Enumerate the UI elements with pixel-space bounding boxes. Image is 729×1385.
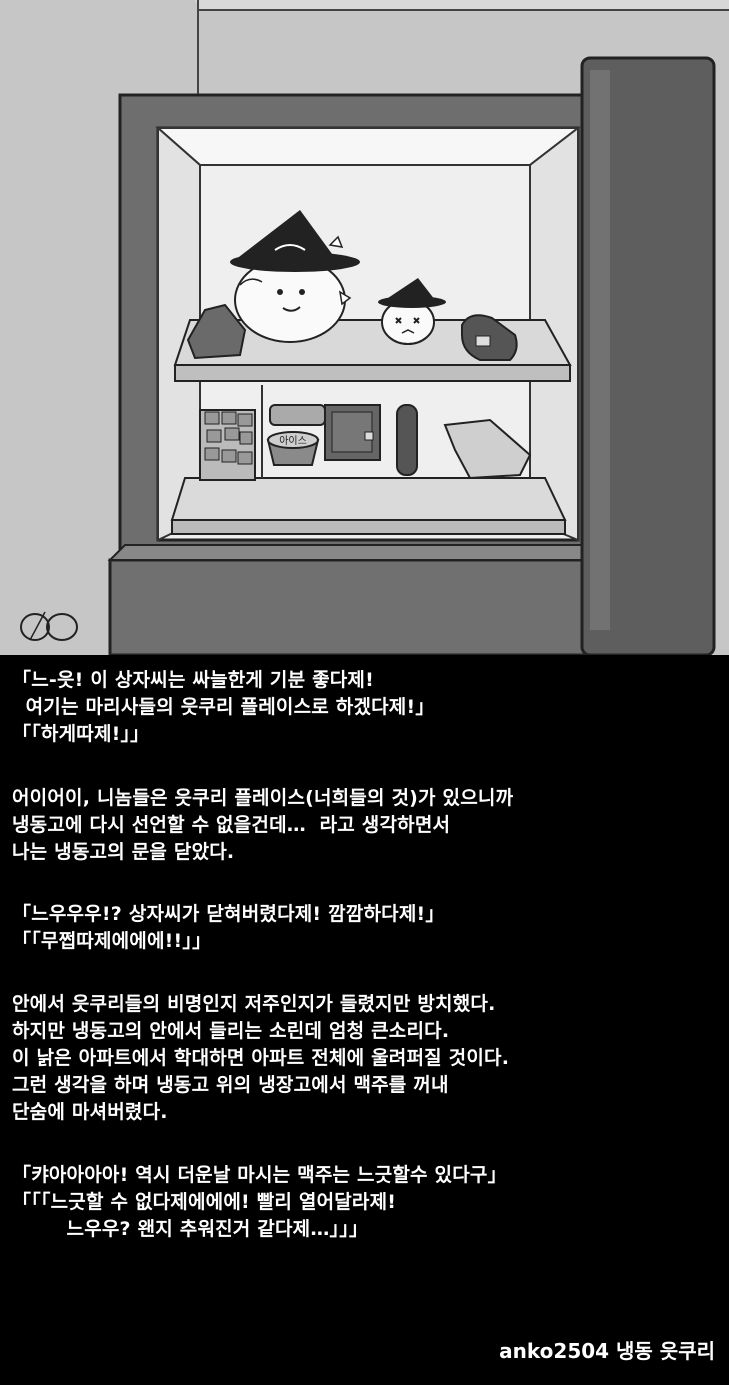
narration-line: 이 낡은 아파트에서 학대하면 아파트 전체에 울려퍼질 것이다.: [12, 1047, 510, 1069]
dialogue-line: 「「무쩝따제에에에!!」」: [12, 930, 212, 952]
ice-cream-cup: 아이스: [266, 431, 320, 466]
small-marisa-character: [378, 278, 446, 345]
dialogue-line: 느우우? 왠지 추워진거 같다제…」」」: [12, 1218, 369, 1240]
fridge-lower-front: [108, 558, 602, 655]
story-credit: anko2504 냉동 읏쿠리: [499, 1339, 715, 1363]
freezer-scene: 아이스: [0, 0, 729, 655]
frozen-roll: [269, 404, 326, 426]
dialogue-line: 「느-읏! 이 상자씨는 싸늘한게 기분 좋다제!: [12, 669, 374, 691]
dialogue-line: 「느우우우!? 상자씨가 닫혀버렸다제! 깜깜하다제!」: [12, 903, 445, 925]
narration-line: 냉동고에 다시 선언할 수 없을건데… 라고 생각하면서: [12, 814, 451, 836]
dialogue-line: 「「「느긋할 수 없다제에에에! 빨리 열어달라제!: [12, 1191, 397, 1213]
frozen-box: [324, 404, 381, 461]
artist-signature: [20, 611, 78, 641]
ice-cubes: [199, 409, 256, 481]
ice-cream-label: 아이스: [279, 435, 307, 447]
comic-panel-illustration: 아이스: [0, 0, 729, 655]
wrapped-fish: [443, 418, 532, 480]
dialogue-line: 「캬아아아아! 역시 더운날 마시는 맥주는 느긋할수 있다구」: [12, 1164, 507, 1186]
story-text-panel: 「느-읏! 이 상자씨는 싸늘한게 기분 좋다제! 여기는 마리사들의 읏쿠리 …: [0, 655, 729, 1385]
dialogue-line: 「「하게따제!」」: [12, 723, 150, 745]
narration-line: 나는 냉동고의 문을 닫았다.: [12, 841, 235, 863]
narration-line: 단숨에 마셔버렸다.: [12, 1101, 168, 1123]
dialogue-line: 여기는 마리사들의 읏쿠리 플레이스로 하겠다제!」: [12, 696, 435, 718]
fridge-door: [580, 56, 716, 655]
frozen-package: [461, 314, 518, 361]
narration-line: 안에서 읏쿠리들의 비명인지 저주인지가 들렸지만 방치했다.: [12, 993, 496, 1015]
bottom-shelf: [170, 477, 567, 521]
narration-line: 그런 생각을 하며 냉동고 위의 냉장고에서 맥주를 꺼내: [12, 1074, 449, 1096]
narration-line: 하지만 냉동고의 안에서 들리는 소린데 엄청 큰소리다.: [12, 1020, 450, 1042]
big-marisa-character: [230, 210, 360, 343]
frozen-sausage: [396, 404, 418, 476]
meat-block: [186, 303, 247, 360]
narration-line: 어이어이, 니놈들은 읏쿠리 플레이스(너희들의 것)가 있으니까: [12, 787, 514, 809]
